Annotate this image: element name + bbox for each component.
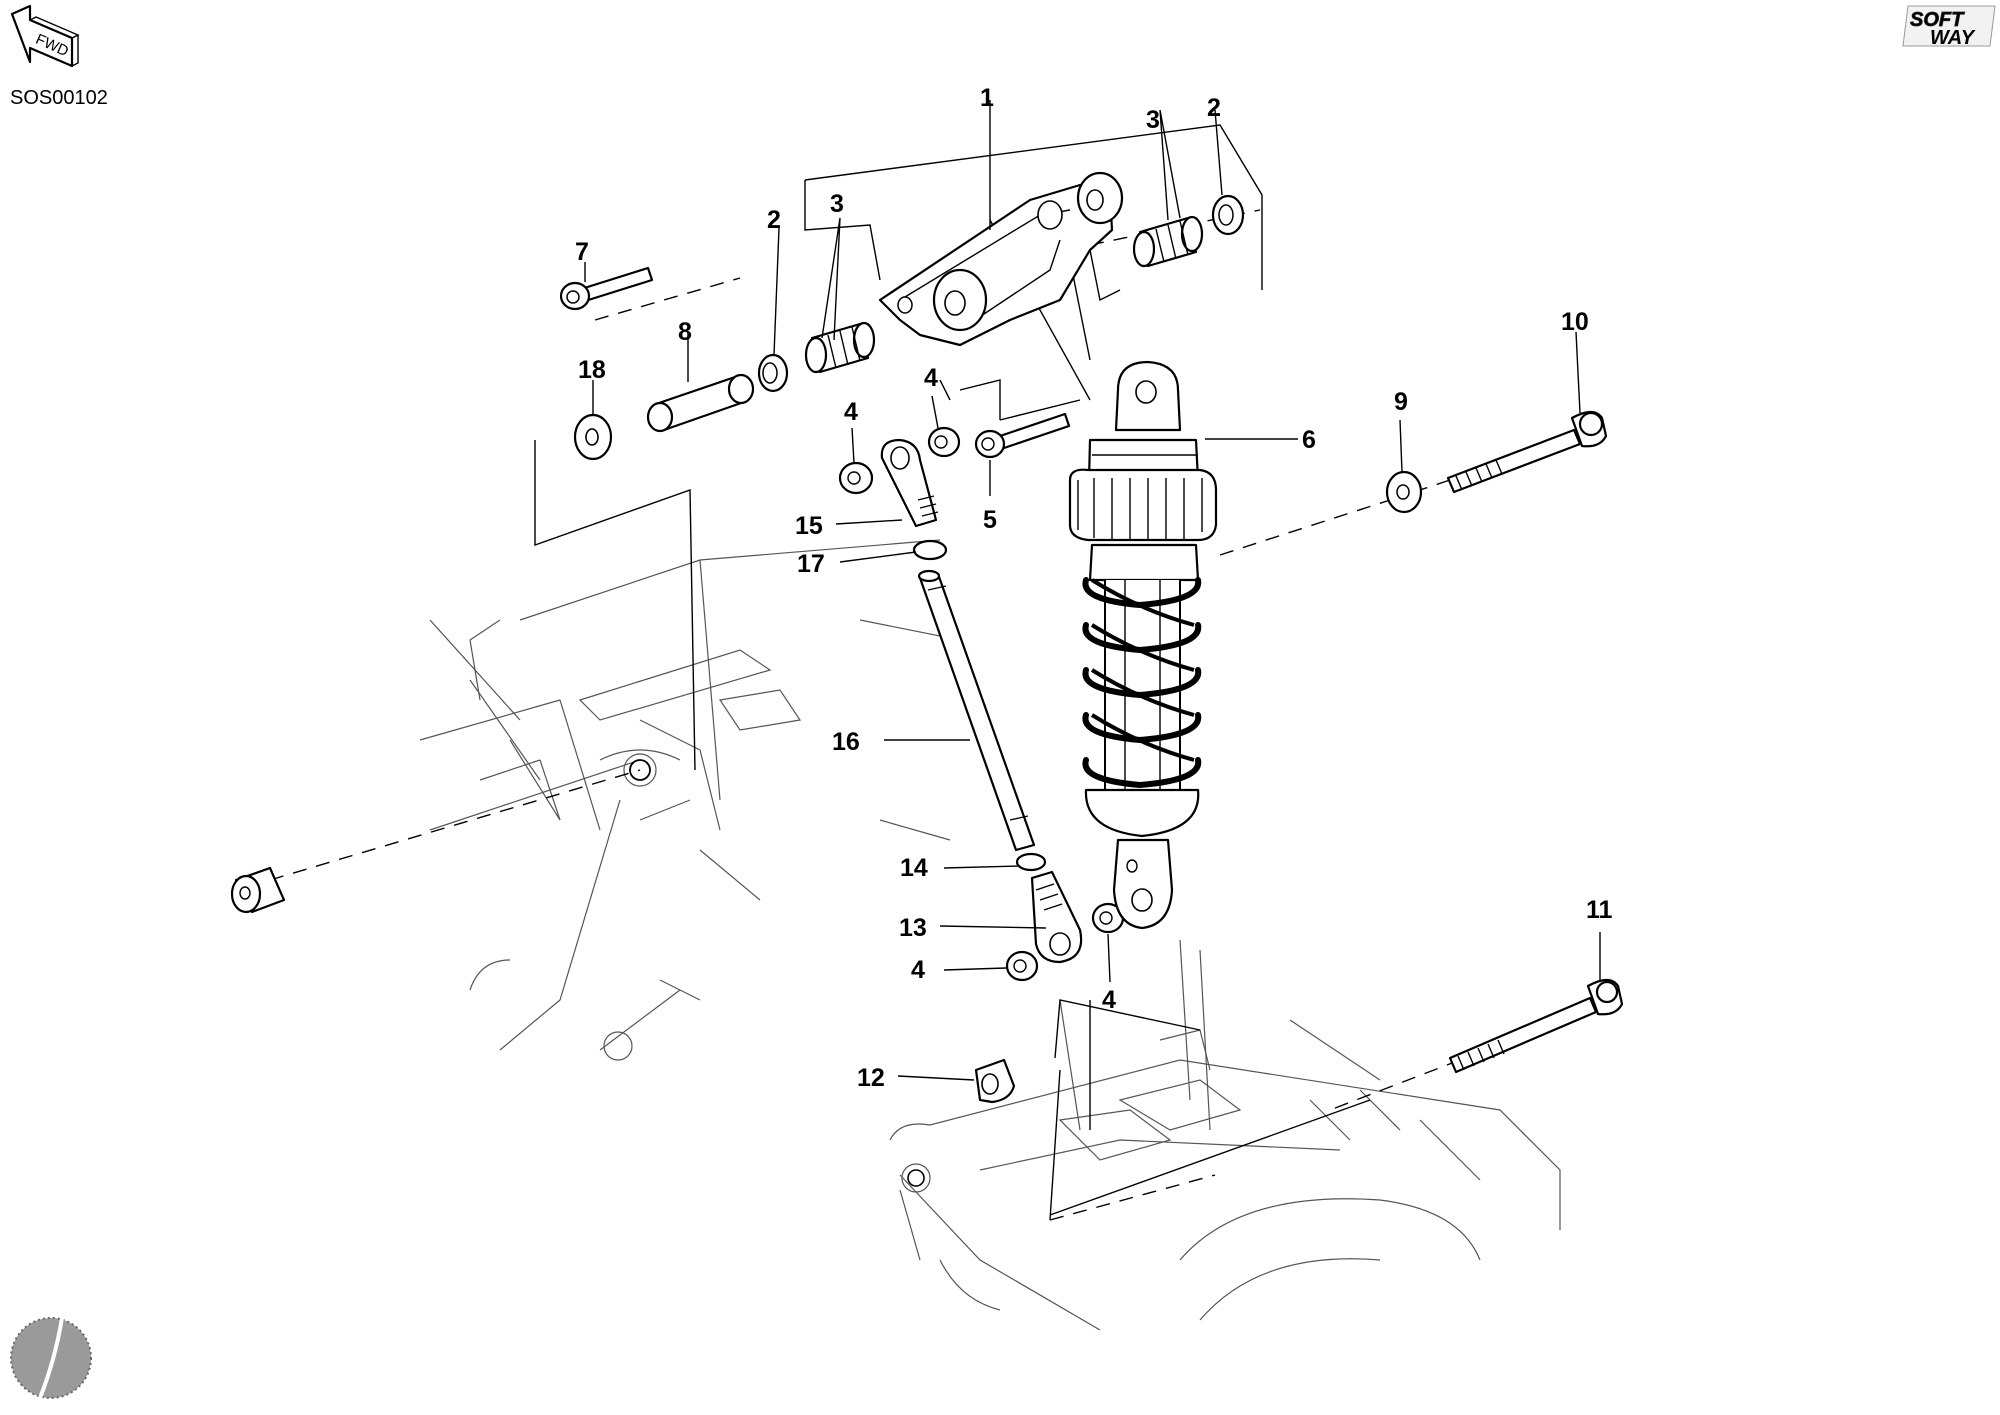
callout-11: 11: [1586, 896, 1613, 924]
bolt-part-11: [1448, 978, 1624, 1074]
callout-leaders: [584, 100, 1601, 1081]
callout-18: 18: [578, 356, 606, 384]
bushing-part-4c: [1005, 950, 1039, 982]
seal-part-2-left: [757, 353, 789, 393]
callout-2: 2: [767, 206, 781, 234]
frame-ghost: [419, 539, 981, 1061]
bearing-part-3-left: [804, 321, 876, 374]
rod-end-part-15: [880, 438, 939, 528]
callout-12: 12: [857, 1064, 885, 1092]
callout-4: 4: [844, 398, 858, 426]
callout-17: 17: [797, 550, 825, 578]
rod-end-part-13: [1030, 870, 1083, 964]
corner-badge-icon: [10, 1317, 92, 1399]
bushing-part-4b: [927, 426, 961, 458]
callout-14: 14: [900, 854, 928, 882]
swingarm-ghost: [889, 939, 1561, 1331]
logo-line1: SOFT: [1910, 9, 1965, 31]
softway-logo: SOFT WAY: [1902, 5, 1996, 49]
drawing-code: SOS00102: [10, 87, 108, 109]
assembly-lines: [269, 124, 1461, 1221]
callout-4: 4: [1102, 986, 1116, 1014]
nut-part-17: [912, 539, 948, 561]
callout-13: 13: [899, 914, 927, 942]
rocker-link-part-1: [878, 171, 1124, 347]
callout-7: 7: [575, 238, 589, 266]
callout-3: 3: [1146, 106, 1160, 134]
washer-part-9: [1385, 470, 1423, 514]
callout-9: 9: [1394, 388, 1408, 416]
callout-16: 16: [832, 728, 860, 756]
callout-10: 10: [1561, 308, 1589, 336]
bolt-part-5: [974, 412, 1071, 459]
bolt-part-7: [559, 266, 654, 311]
callout-6: 6: [1302, 426, 1316, 454]
spacer-part-8: [646, 373, 755, 433]
callout-1: 1: [980, 84, 994, 112]
nut-part-14: [1015, 852, 1047, 872]
bush-part-12: [974, 1058, 1016, 1104]
washer-part-18: [573, 413, 613, 461]
callout-labels: 1 2 2 3 3 4 4 4 4 5 6 7 8 9 10 11 12 13 …: [575, 84, 1613, 1092]
callout-4: 4: [924, 364, 938, 392]
seal-part-2-right: [1211, 194, 1245, 236]
callout-3: 3: [830, 190, 844, 218]
callout-15: 15: [795, 512, 823, 540]
adjuster-rod-part-16: [917, 569, 1036, 852]
callout-5: 5: [983, 506, 997, 534]
bearing-part-3-right: [1132, 215, 1204, 268]
callout-4: 4: [911, 956, 925, 984]
bushing-part-4a: [838, 461, 874, 495]
fwd-arrow-icon: FWD: [10, 4, 80, 68]
callout-8: 8: [678, 318, 692, 346]
logo-line2: WAY: [1930, 27, 1976, 49]
callout-2: 2: [1207, 94, 1221, 122]
frame-bushing: [230, 866, 286, 914]
bolt-part-10: [1446, 410, 1608, 494]
shock-absorber-part-6: [1068, 360, 1218, 930]
